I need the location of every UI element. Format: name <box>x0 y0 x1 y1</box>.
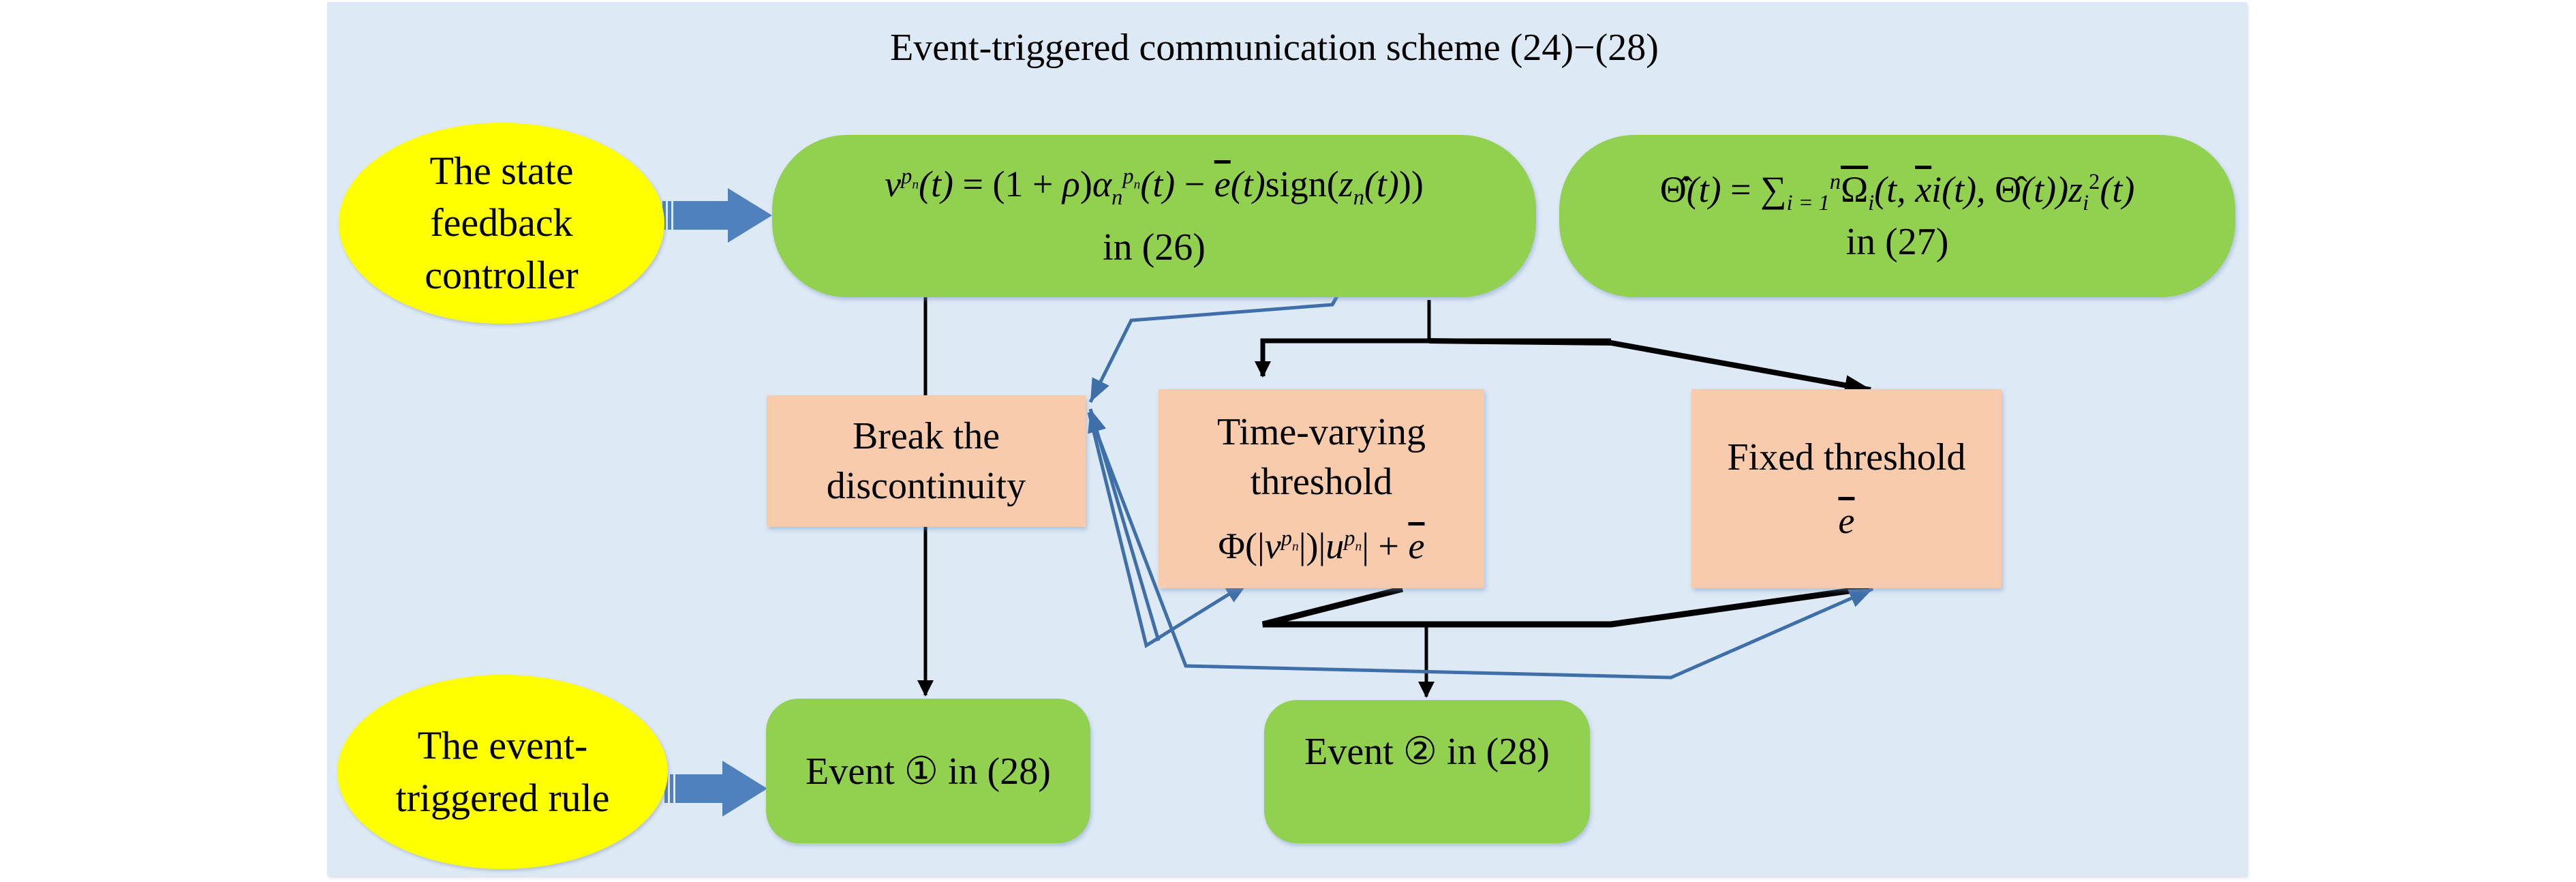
event1-node: Event ① in (28) <box>766 699 1090 843</box>
time-varying-threshold-node: Time-varying threshold Φ(|vpn|)|upn| + e <box>1159 389 1484 588</box>
connector-into-break <box>1088 408 1161 641</box>
control-law-reference: in (26) <box>1103 226 1206 269</box>
adaptive-law-reference: in (27) <box>1845 220 1949 263</box>
event-triggered-rule-node: The event- triggered rule <box>337 675 668 869</box>
event1-label: Event ① in (28) <box>806 750 1051 793</box>
block-arrow-rule-to-event1 <box>664 761 767 817</box>
event2-node: Event ② in (28) <box>1264 700 1590 843</box>
title-text: Event-triggered communication scheme (24… <box>890 27 1659 69</box>
state-feedback-controller-node: The state feedback controller <box>339 123 664 324</box>
fixed-threshold-node: Fixed threshold e <box>1691 389 2002 588</box>
time-varying-label: Time-varying threshold <box>1217 411 1426 503</box>
node-line: The state <box>429 148 574 193</box>
connector-break-to-fixed <box>1087 412 1874 680</box>
connector-thresholds-merge <box>1261 584 1873 628</box>
adaptive-law-node: Θ̂̇(t) = ∑i = 1nΩi(t, xi(t), Θ̂(t))zi2(t… <box>1559 135 2235 297</box>
node-line: triggered rule <box>395 775 610 820</box>
block-arrow-state-to-control <box>662 188 772 243</box>
node-line: controller <box>425 252 579 297</box>
time-varying-formula: Φ(|vpn|)|upn| + e <box>1218 525 1425 566</box>
control-law-node: vpn(t) = (1 + ρ)αnpn(t) − e(t)sign(zn(t)… <box>772 135 1536 297</box>
node-line: Break the <box>852 414 1000 457</box>
connector-to-time-varying <box>1255 338 1611 378</box>
fixed-threshold-formula: e <box>1838 500 1855 542</box>
node-line: discontinuity <box>826 464 1026 507</box>
fixed-threshold-label: Fixed threshold <box>1727 436 1966 478</box>
control-law-formula: vpn(t) = (1 + ρ)αnpn(t) − e(t)sign(zn(t)… <box>885 164 1424 210</box>
adaptive-law-formula: Θ̂̇(t) = ∑i = 1nΩi(t, xi(t), Θ̂(t))zi2(t… <box>1659 169 2135 215</box>
diagram-title: Event-triggered communication scheme (24… <box>0 26 2576 70</box>
node-line: feedback <box>430 200 573 245</box>
connector-break-to-time-varying <box>1087 412 1250 648</box>
connector-to-fixed <box>1428 338 1872 395</box>
node-line: The event- <box>417 723 588 767</box>
event2-label: Event ② in (28) <box>1304 730 1550 773</box>
break-discontinuity-node: Break the discontinuity <box>767 395 1086 527</box>
